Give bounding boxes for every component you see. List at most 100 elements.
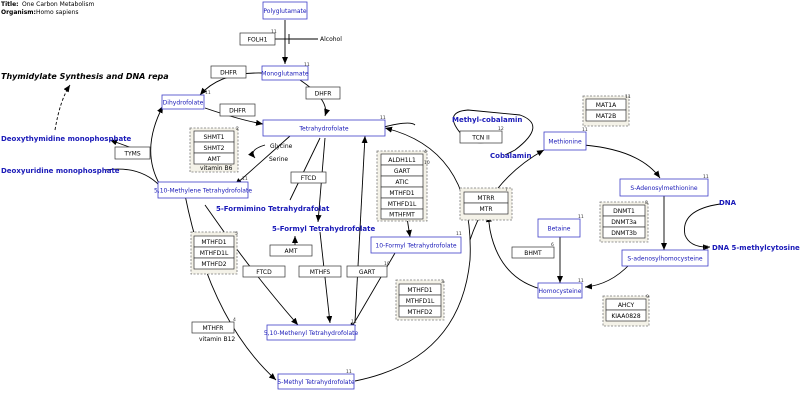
metabolite-dihydrofolate[interactable]: Dihydrofolate [161, 94, 205, 110]
label-glycine: Glycine [270, 143, 293, 150]
gene-shmt2[interactable]: SHMT2 [193, 141, 235, 154]
svg-text:MTHFD1L: MTHFD1L [200, 250, 229, 257]
title-value: One Carbon Metabolism [22, 1, 94, 8]
edge-thf-formimino [289, 137, 321, 201]
svg-text:11: 11 [271, 29, 277, 35]
svg-text:GART: GART [394, 168, 410, 175]
metabolite-betaine[interactable]: Betaine [537, 218, 581, 238]
gene-mthfd1l-c[interactable]: MTHFD1L [398, 294, 442, 307]
gene-dnmt3a[interactable]: DNMT3a [602, 215, 646, 228]
edge-mtr-methionine [469, 149, 545, 241]
gene-ahcy[interactable]: AHCY [605, 298, 647, 311]
gene-gart-b[interactable]: GART [380, 164, 424, 177]
gene-mthfd1l-a[interactable]: MTHFD1L [193, 246, 235, 259]
metabolite-methionine[interactable]: Methionine [543, 131, 587, 151]
svg-text:Tetrahydrofolate: Tetrahydrofolate [298, 126, 348, 133]
svg-text:4: 4 [233, 317, 236, 323]
gene-ftcd-a[interactable]: FTCD [290, 171, 327, 184]
gene-mthfd1-c[interactable]: MTHFD1 [398, 283, 442, 296]
svg-text:MAT1A: MAT1A [596, 102, 617, 109]
edge-hcy-mtr [485, 214, 546, 291]
metabolite-monoglutamate[interactable]: Monoglutamate [261, 65, 309, 81]
svg-text:Dihydrofolate: Dihydrofolate [163, 100, 204, 107]
gene-mthfr[interactable]: MTHFR [191, 321, 235, 334]
svg-text:11: 11 [346, 369, 352, 375]
gene-dhfr-a[interactable]: DHFR [210, 65, 247, 79]
gene-ftcd-b[interactable]: FTCD [242, 265, 286, 278]
gene-shmt1[interactable]: SHMT1 [193, 130, 235, 143]
metabolite-sah[interactable]: S-adenosylhomocysteine [621, 249, 709, 267]
svg-text:SHMT2: SHMT2 [204, 145, 225, 152]
gene-mthfd1-b[interactable]: MTHFD1 [380, 186, 424, 199]
svg-text:FTCD: FTCD [301, 175, 317, 182]
metabolite-homocysteine[interactable]: Homocysteine [537, 282, 583, 299]
gene-dnmt3b[interactable]: DNMT3b [602, 226, 646, 239]
title-label: Title: [1, 1, 19, 8]
label-formyl5: 5-Formyl Tetrahydrofolate [272, 225, 375, 233]
svg-text:AMT: AMT [285, 248, 298, 255]
gene-mtrr[interactable]: MTRR [463, 191, 509, 204]
gene-atic[interactable]: ATIC [380, 175, 424, 188]
gene-mat1a[interactable]: MAT1A [585, 98, 627, 111]
label-deoxythymidine: Deoxythymidine monophosphate [1, 135, 132, 143]
svg-text:DHFR: DHFR [220, 70, 237, 77]
svg-text:11: 11 [703, 174, 709, 180]
gene-mthfmt[interactable]: MTHFMT [380, 208, 424, 220]
metabolite-methylene-thf[interactable]: 5,10-Methylene Tetrahydrofolate [154, 181, 252, 199]
label-dna-methyl: DNA 5-methylcytosine [712, 244, 800, 252]
gene-dnmt1[interactable]: DNMT1 [602, 204, 646, 217]
svg-text:3: 3 [441, 279, 444, 285]
gene-dhfr-b[interactable]: DHFR [305, 86, 341, 100]
gene-mthfd1-a[interactable]: MTHFD1 [193, 235, 235, 248]
gene-mthfd1l-b[interactable]: MTHFD1L [380, 197, 424, 210]
edge-mthf-methyl [184, 194, 277, 381]
gene-tcn2[interactable]: TCN II [459, 130, 503, 144]
label-vitamin-b12: vitamin B12 [199, 336, 235, 343]
gene-folh1[interactable]: FOLH1 [239, 32, 276, 46]
gene-mthfs[interactable]: MTHFS [298, 265, 342, 278]
gene-amt-a[interactable]: AMT [193, 152, 235, 165]
svg-text:11: 11 [351, 319, 357, 325]
svg-text:10: 10 [384, 261, 390, 267]
metabolite-polyglutamate[interactable]: Polyglutamate [262, 1, 308, 20]
gene-gart[interactable]: GART [346, 265, 388, 278]
svg-text:SHMT1: SHMT1 [204, 134, 225, 141]
gene-dhfr-c[interactable]: DHFR [219, 103, 256, 117]
svg-text:2: 2 [236, 126, 239, 132]
svg-text:11: 11 [703, 245, 709, 251]
edge-formyl10-methenyl [349, 252, 396, 331]
gene-mthfd2-a[interactable]: MTHFD2 [193, 257, 235, 270]
svg-text:S-adenosylhomocysteine: S-adenosylhomocysteine [627, 256, 702, 263]
edge-dhf-thf [204, 107, 264, 126]
gene-mtr[interactable]: MTR [463, 202, 509, 215]
metabolite-tetrahydrofolate[interactable]: Tetrahydrofolate [262, 119, 386, 137]
gene-tyms[interactable]: TYMS [114, 146, 151, 160]
metabolite-methyl-thf[interactable]: 5-Methyl Tetrahydrofolate [277, 373, 355, 390]
metabolite-sam[interactable]: S-Adenosylmethionine [619, 178, 709, 197]
edge-formyl5-methenyl [319, 231, 333, 324]
gene-bhmt[interactable]: BHMT [511, 246, 555, 259]
svg-text:GART: GART [359, 269, 375, 276]
svg-text:TYMS: TYMS [123, 151, 141, 158]
label-formimino: 5-Formimino Tetrahydrafolat [216, 205, 330, 213]
gene-aldh1l1[interactable]: ALDH1L1 [380, 153, 424, 166]
metabolite-formyl10-thf[interactable]: 10-Formyl Tetrahydrofolate [370, 236, 462, 254]
svg-text:DHFR: DHFR [229, 108, 246, 115]
svg-text:Methionine: Methionine [548, 139, 582, 146]
label-dna: DNA [719, 199, 737, 207]
metabolite-methenyl-thf[interactable]: 5,10-Methenyl Tetrahydrofolate [264, 324, 359, 341]
gene-amt-b[interactable]: AMT [269, 244, 313, 257]
gene-mat2b[interactable]: MAT2B [585, 109, 627, 122]
svg-text:MTRR: MTRR [477, 195, 494, 202]
edge-glycine-serine [248, 144, 266, 159]
svg-text:DNMT1: DNMT1 [613, 208, 635, 215]
gene-kiaa0828[interactable]: KIAA0828 [605, 309, 647, 322]
edge-dna-methyl [684, 203, 721, 251]
edge-thf-mthf [234, 135, 291, 186]
edge-dump-tyms [104, 168, 161, 187]
svg-text:7: 7 [505, 187, 508, 193]
gene-mthfd2-c[interactable]: MTHFD2 [398, 305, 442, 318]
svg-text:10-Formyl Tetrahydrofolate: 10-Formyl Tetrahydrofolate [375, 243, 457, 250]
